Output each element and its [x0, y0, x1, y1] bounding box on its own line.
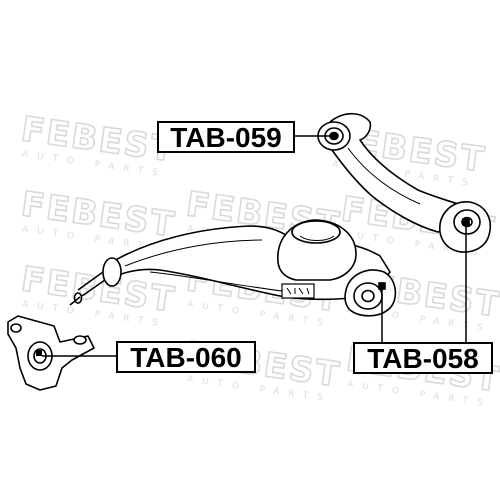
part-label-text: TAB-059 [170, 122, 282, 153]
ball-joint [277, 219, 357, 299]
part-label-text: TAB-058 [367, 343, 479, 374]
right-bushing [439, 201, 492, 253]
upper-bushing [317, 121, 351, 151]
rear-bracket [7, 315, 95, 391]
part-label-tab-059: TAB-059 [157, 121, 295, 153]
part-label-tab-060: TAB-060 [116, 341, 256, 373]
part-label-tab-058: TAB-058 [353, 342, 493, 374]
part-label-text: TAB-060 [130, 342, 242, 373]
pivot-bushing [69, 257, 122, 306]
leader-line-tab-058-a [465, 223, 470, 344]
leader-lines [42, 135, 470, 357]
